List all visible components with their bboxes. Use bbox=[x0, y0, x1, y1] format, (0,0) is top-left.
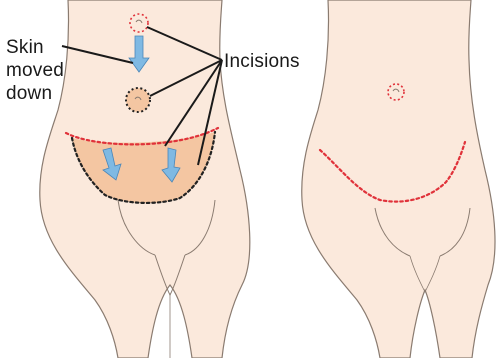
skin-label-line1: Skin bbox=[6, 36, 86, 59]
right-torso bbox=[302, 0, 495, 358]
incisions-label: Incisions bbox=[224, 50, 300, 73]
right-torso-skin bbox=[302, 0, 495, 358]
skin-label-line3: down bbox=[6, 82, 86, 105]
skin-label-line2: moved bbox=[6, 59, 86, 82]
skin-moved-down-label: Skin moved down bbox=[6, 36, 86, 105]
